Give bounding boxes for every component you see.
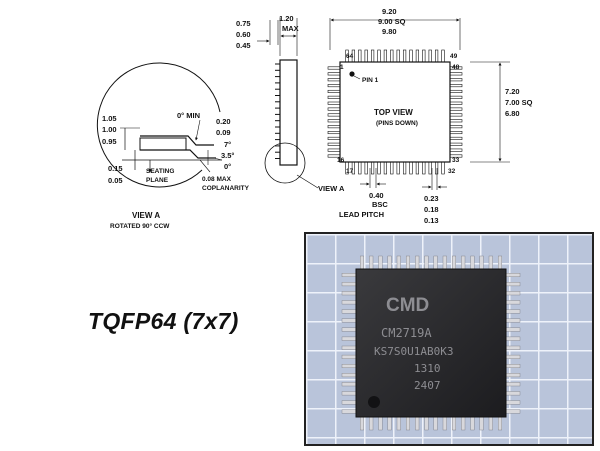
view-a-height-nom: 1.00 — [102, 125, 117, 134]
top-view-title: TOP VIEW — [374, 108, 413, 117]
top-view: 64 49 1 48 16 33 17 32 PIN 1 TOP VIEW (P… — [327, 7, 533, 225]
top-view-subtitle: (PINS DOWN) — [376, 120, 418, 127]
coplanarity-label: COPLANARITY — [202, 185, 250, 192]
chip-date-2: 2407 — [414, 379, 441, 392]
chip-lot-code: KS7S0U1AB0K3 — [374, 345, 453, 358]
pin-49-label: 49 — [450, 53, 458, 60]
height-min: 6.80 — [505, 109, 520, 118]
pin-64-label: 64 — [346, 53, 354, 60]
view-a-detail: 1.05 1.00 0.95 0.15 0.05 SEATING PLANE 0… — [96, 62, 250, 230]
side-view: VIEW A 0.75 0.60 0.45 1.20 MAX — [236, 14, 345, 193]
package-drawing: 1.05 1.00 0.95 0.15 0.05 SEATING PLANE 0… — [96, 7, 533, 230]
chip-part-number: CM2719A — [381, 326, 432, 340]
width-lead: 9.80 — [382, 27, 397, 36]
lead-pitch-label: LEAD PITCH — [339, 210, 384, 219]
chip-photo: CMD CM2719A KS7S0U1AB0K3 1310 2407 — [304, 232, 594, 446]
view-a-radius-max: 0.20 — [216, 117, 231, 126]
view-a-height-max: 1.05 — [102, 114, 117, 123]
view-a-standoff-max: 0.15 — [108, 164, 123, 173]
view-a-angle-nom: 3.5° — [221, 151, 234, 160]
lead-width-max: 0.23 — [424, 194, 439, 203]
pin1-dot — [349, 71, 355, 77]
width-max: 9.20 — [382, 7, 397, 16]
view-a-title: VIEW A — [132, 211, 160, 220]
height-max: 7.20 — [505, 87, 520, 96]
lead-width-nom: 0.18 — [424, 205, 439, 214]
lead-thickness-min: 0.45 — [236, 41, 251, 50]
view-a-angle-zero: 0° — [224, 162, 231, 171]
view-a-angle-min: 0° MIN — [177, 111, 200, 120]
lead-pitch-bsc: BSC — [372, 200, 388, 209]
lead-width-min: 0.13 — [424, 216, 439, 225]
view-a-angle-max: 7° — [224, 140, 231, 149]
lead-thickness-nom: 0.60 — [236, 30, 251, 39]
view-a-subtitle: ROTATED 90° CCW — [110, 222, 170, 230]
height-sq: 7.00 SQ — [505, 98, 533, 107]
view-a-callout: VIEW A — [318, 184, 345, 193]
seating-label-1: SEATING — [146, 168, 174, 175]
chip-logo-text: CMD — [386, 295, 429, 316]
lead-pitch-value: 0.40 — [369, 191, 384, 200]
body-height-value: 1.20 — [279, 14, 294, 23]
pin-17-label: 17 — [346, 168, 354, 175]
pin-48-label: 48 — [452, 64, 460, 71]
pin-32-label: 32 — [448, 168, 456, 175]
body-height-max: MAX — [282, 24, 299, 33]
width-sq: 9.00 SQ — [378, 17, 406, 26]
view-a-radius-min: 0.09 — [216, 128, 231, 137]
chip-date-1: 1310 — [414, 362, 441, 375]
package-title: TQFP64 (7x7) — [88, 308, 239, 334]
chip-marking: CMD CM2719A KS7S0U1AB0K3 1310 2407 — [374, 295, 453, 392]
pin-33-label: 33 — [452, 157, 460, 164]
view-a-standoff-min: 0.05 — [108, 176, 123, 185]
pin1-label: PIN 1 — [362, 77, 379, 84]
view-a-height-min: 0.95 — [102, 137, 117, 146]
coplanarity-value: 0.08 MAX — [202, 176, 232, 183]
pin-1-label: 1 — [340, 64, 344, 71]
seating-label-2: PLANE — [146, 177, 169, 184]
pin-16-label: 16 — [337, 157, 345, 164]
lead-thickness-max: 0.75 — [236, 19, 251, 28]
